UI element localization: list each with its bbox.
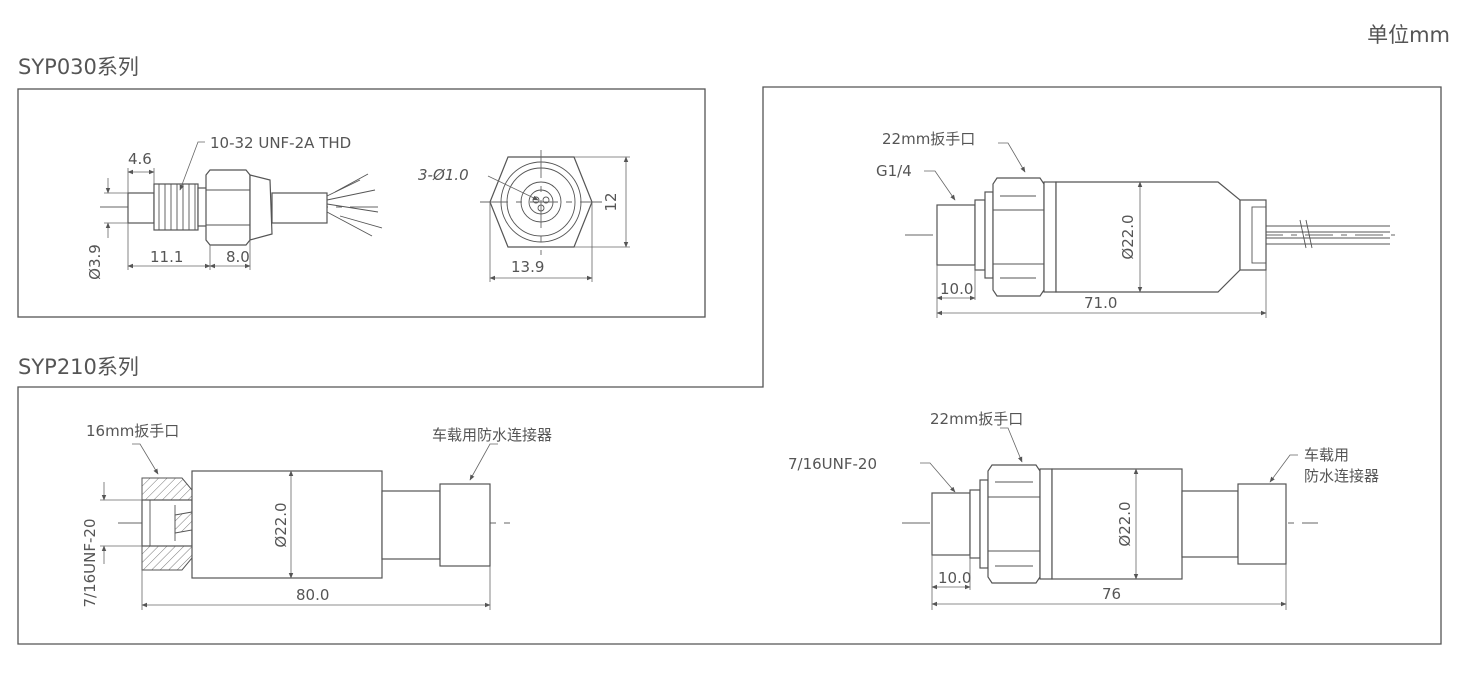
bottom-right-dim-port: 10.0	[938, 569, 971, 587]
syp030-dim-height: 12	[602, 192, 620, 211]
syp210-left-connector-label: 车载用防水连接器	[432, 426, 552, 444]
syp030-dim-diameter: Ø3.9	[86, 244, 104, 280]
syp030-holes-label: 3-Ø1.0	[418, 166, 469, 184]
top-right-thread-label: G1/4	[876, 162, 912, 180]
unit-label: 单位mm	[1367, 23, 1450, 47]
top-right-dim-total: 71.0	[1084, 294, 1117, 312]
syp210-left-thread-label: 7/16UNF-20	[81, 518, 99, 607]
top-right-dim-port: 10.0	[940, 280, 973, 298]
bottom-right-dim-diameter: Ø22.0	[1116, 501, 1134, 546]
syp030-dim-width: 13.9	[511, 258, 544, 276]
bottom-right-connector-line2: 防水连接器	[1304, 467, 1379, 485]
syp210-left-dim-total: 80.0	[296, 586, 329, 604]
series-title-syp030: SYP030系列	[18, 55, 139, 79]
syp030-dim-length-a: 11.1	[150, 248, 183, 266]
syp210-left-wrench-label: 16mm扳手口	[86, 422, 179, 440]
syp210-left-sensor	[100, 443, 510, 610]
series-title-syp210: SYP210系列	[18, 355, 139, 379]
bottom-right-thread-label: 7/16UNF-20	[788, 455, 877, 473]
bottom-right-dim-total: 76	[1102, 585, 1121, 603]
frame-syp030	[17, 88, 706, 318]
bottom-right-connector-line1: 车载用	[1304, 446, 1349, 464]
syp030-front-view	[480, 150, 630, 282]
top-right-sensor	[905, 142, 1395, 318]
bottom-right-wrench-label: 22mm扳手口	[930, 410, 1023, 428]
top-right-dim-diameter: Ø22.0	[1119, 214, 1137, 259]
top-right-wrench-label: 22mm扳手口	[882, 130, 975, 148]
syp030-dim-thread-len: 4.6	[128, 150, 152, 168]
syp030-side-view	[100, 141, 383, 270]
syp210-left-dim-diameter: Ø22.0	[272, 502, 290, 547]
frame-syp210	[17, 86, 1442, 645]
syp030-dim-length-b: 8.0	[226, 248, 250, 266]
syp030-thread-label: 10-32 UNF-2A THD	[210, 134, 351, 152]
bottom-right-sensor	[902, 427, 1318, 610]
